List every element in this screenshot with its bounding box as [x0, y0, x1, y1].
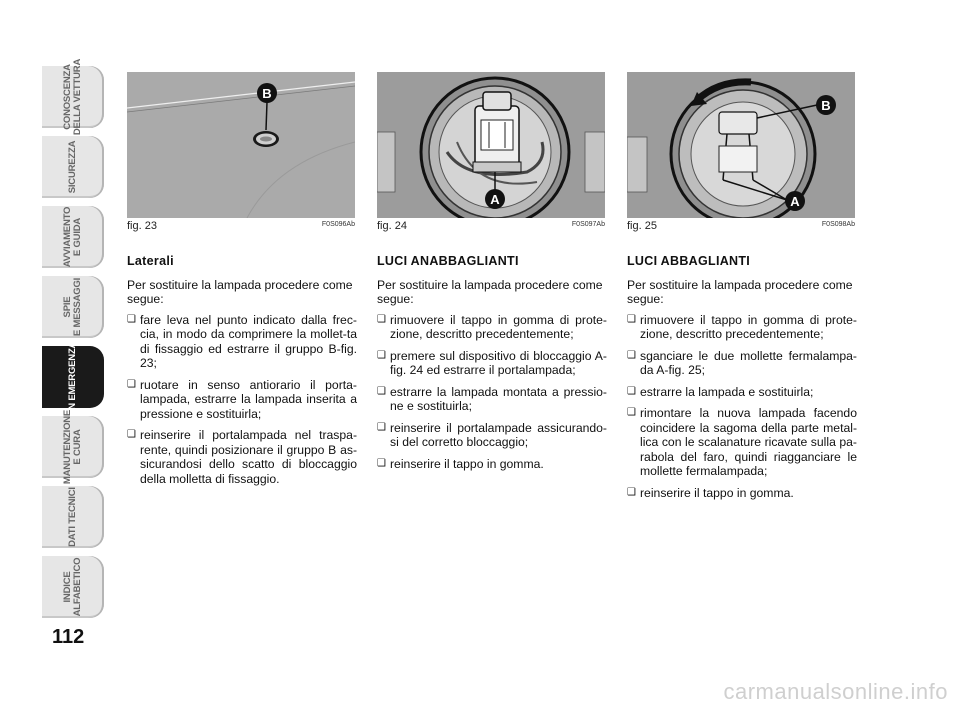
tab-label: SPIE E MESSAGGI: [62, 277, 83, 337]
tab-label: IN EMERGENZA: [67, 341, 78, 413]
column-luci-abbaglianti: LUCI ABBAGLIANTI Per sostituire la lampa…: [627, 254, 857, 507]
tab-label: DATI TECNICI: [67, 487, 78, 547]
step-item: rimuovere il tappo in gomma di prote-zio…: [377, 313, 607, 342]
tab-avviamento-e-guida[interactable]: AVVIAMENTO E GUIDA: [42, 206, 104, 268]
step-item: ruotare in senso antiorario il porta-lam…: [127, 378, 357, 422]
section-heading: LUCI ANABBAGLIANTI: [377, 254, 519, 268]
tab-manutenzione-e-cura[interactable]: MANUTENZIONE E CURA: [42, 410, 104, 484]
marker-a-label: A: [790, 194, 800, 209]
column-luci-anabbaglianti: LUCI ANABBAGLIANTI Per sostituire la lam…: [377, 254, 607, 478]
section-heading: LUCI ABBAGLIANTI: [627, 254, 751, 268]
step-item: reinserire il portalampade assicurando-s…: [377, 421, 607, 450]
section-intro: Per sostituire la lampada procedere come…: [627, 277, 853, 307]
figure-caption-text: fig. 25: [627, 220, 657, 232]
watermark: carmanualsonline.info: [723, 679, 948, 704]
figure-24-illustration: A: [377, 72, 605, 218]
step-item: rimuovere il tappo in gomma di prote-zio…: [627, 313, 857, 342]
marker-a-label: A: [490, 192, 500, 207]
tab-label: SICUREZZA: [67, 140, 78, 194]
figure-23-illustration: B: [127, 72, 355, 218]
step-item: reinserire il tappo in gomma.: [627, 486, 857, 501]
tab-label: MANUTENZIONE E CURA: [62, 409, 83, 485]
tab-dati-tecnici[interactable]: DATI TECNICI: [42, 486, 104, 548]
tab-indice-alfabetico[interactable]: INDICE ALFABETICO: [42, 556, 104, 618]
marker-b-label: B: [821, 98, 830, 113]
figure-25-illustration: B A: [627, 72, 855, 218]
tab-label: INDICE ALFABETICO: [62, 557, 83, 617]
tab-label: CONOSCENZA DELLA VETTURA: [62, 58, 83, 136]
tab-label: AVVIAMENTO E GUIDA: [62, 206, 83, 268]
figure-code: F0S098Ab: [821, 221, 855, 228]
step-item: reinserire il portalampada nel traspa-re…: [127, 428, 357, 486]
figure-23-caption: fig. 23 F0S096Ab: [127, 220, 355, 234]
tab-sicurezza[interactable]: SICUREZZA: [42, 136, 104, 198]
figure-25-caption: fig. 25 F0S098Ab: [627, 220, 855, 234]
step-item: estrarre la lampada montata a pressio-ne…: [377, 385, 607, 414]
step-item: premere sul dispositivo di bloccaggio A-…: [377, 349, 607, 378]
step-item: rimontare la nuova lampada facendo coinc…: [627, 406, 857, 479]
column-laterali: Laterali Per sostituire la lampada proce…: [127, 254, 357, 493]
figure-code: F0S097Ab: [571, 221, 605, 228]
tab-spie-e-messaggi[interactable]: SPIE E MESSAGGI: [42, 276, 104, 338]
marker-b-label: B: [262, 86, 271, 101]
step-item: fare leva nel punto indicato dalla frec-…: [127, 313, 357, 371]
step-list: rimuovere il tappo in gomma di prote-zio…: [627, 313, 857, 501]
figure-code: F0S096Ab: [321, 221, 355, 228]
tab-conoscenza-della-vettura[interactable]: CONOSCENZA DELLA VETTURA: [42, 59, 104, 135]
section-intro: Per sostituire la lampada procedere come…: [377, 277, 603, 307]
step-item: reinserire il tappo in gomma.: [377, 457, 607, 472]
step-list: fare leva nel punto indicato dalla frec-…: [127, 313, 357, 487]
section-intro: Per sostituire la lampada procedere come…: [127, 277, 353, 307]
figure-caption-text: fig. 24: [377, 220, 407, 232]
figure-24-caption: fig. 24 F0S097Ab: [377, 220, 605, 234]
figure-caption-text: fig. 23: [127, 220, 157, 232]
step-list: rimuovere il tappo in gomma di prote-zio…: [377, 313, 607, 472]
step-item: estrarre la lampada e sostituirla;: [627, 385, 857, 400]
section-heading: Laterali: [127, 254, 174, 268]
tab-in-emergenza[interactable]: IN EMERGENZA: [42, 342, 104, 412]
step-item: sganciare le due mollette fermalampa-da …: [627, 349, 857, 378]
page-number: 112: [52, 626, 85, 648]
